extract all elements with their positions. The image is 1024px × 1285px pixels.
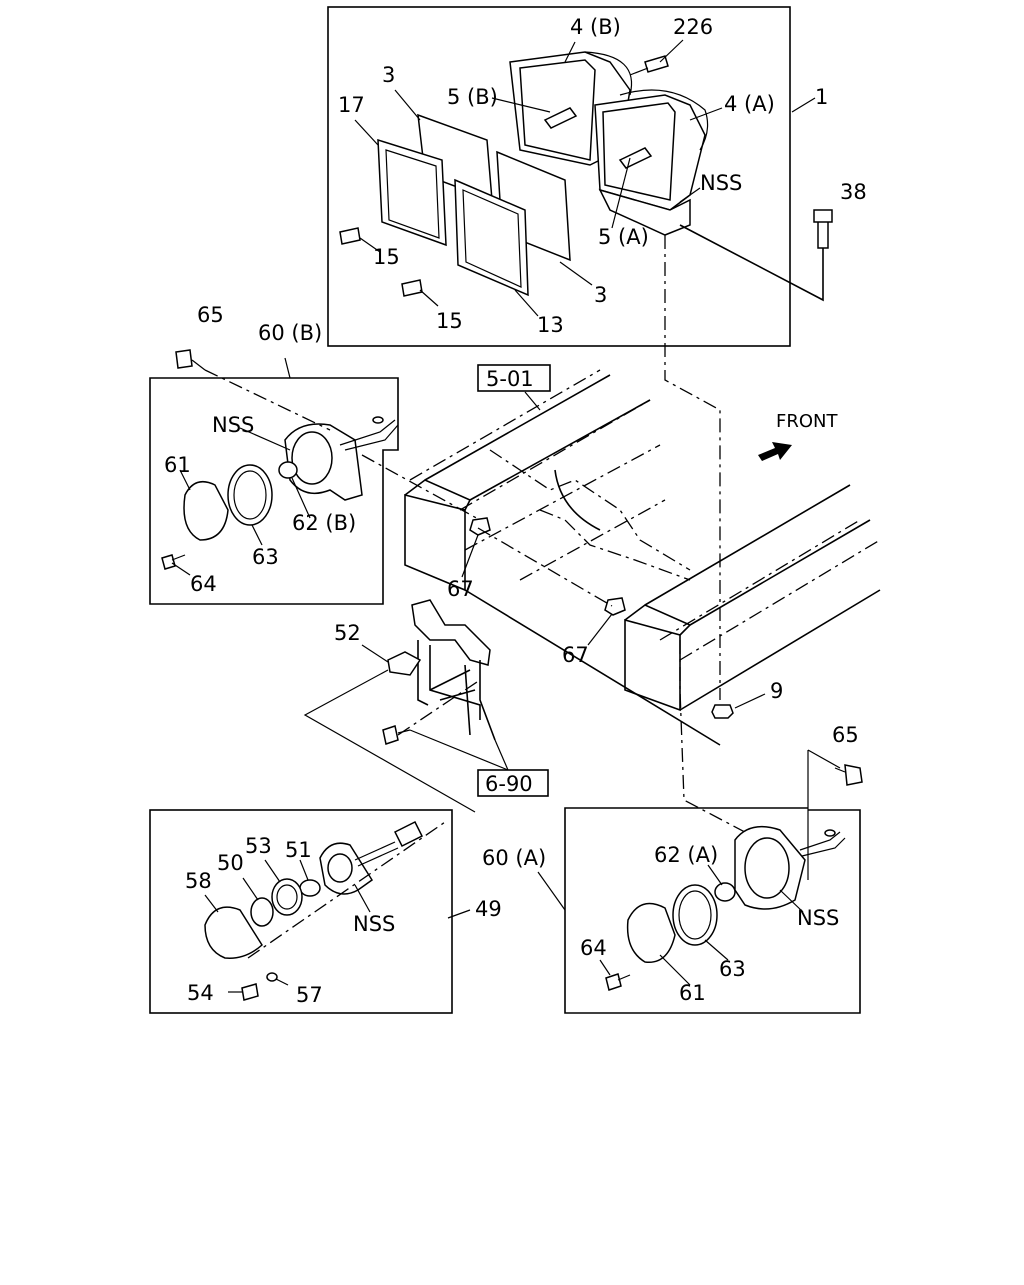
label-62b: 62 (B) <box>292 511 356 535</box>
frame-ref-box <box>477 364 551 392</box>
label-67a: 67 <box>447 577 474 601</box>
label-52: 52 <box>334 621 361 645</box>
label-63a: 63 <box>252 545 279 569</box>
callout-labels: 1 3 3 4 (A) 4 (B) 5 (A) 5 (B) 9 13 15 15… <box>164 15 867 1007</box>
lamp-60b-box <box>149 357 399 605</box>
label-3a: 3 <box>382 63 395 87</box>
bracket-ref-box <box>477 769 549 797</box>
headlamp-housing-a <box>594 89 709 211</box>
label-5a: 5 (A) <box>598 225 649 249</box>
label-64a: 64 <box>190 572 217 596</box>
label-nss-right: NSS <box>797 906 839 930</box>
label-1: 1 <box>815 85 828 109</box>
label-49: 49 <box>475 897 502 921</box>
label-57: 57 <box>296 983 323 1007</box>
ref-frame: 5-01 <box>486 367 534 391</box>
label-62a: 62 (A) <box>654 843 718 867</box>
label-67b: 67 <box>562 643 589 667</box>
label-15b: 15 <box>436 309 463 333</box>
nut-67-left <box>469 517 491 536</box>
screw-65-right <box>844 764 863 786</box>
lamp-60a-box <box>537 749 861 1014</box>
screw-226 <box>629 55 669 76</box>
label-nss-top: NSS <box>700 171 742 195</box>
headlamp-assembly-box <box>327 6 816 347</box>
label-60b: 60 (B) <box>258 321 322 345</box>
label-65a: 65 <box>197 303 224 327</box>
label-38: 38 <box>840 180 867 204</box>
bezel-17 <box>377 138 447 247</box>
screw-15-upper <box>339 227 361 245</box>
bracket-bolt <box>382 725 399 745</box>
lens-61b <box>626 902 676 963</box>
bezel-13 <box>454 178 529 297</box>
ref-bracket: 6-90 <box>485 772 533 796</box>
label-53: 53 <box>245 834 272 858</box>
bolt-38 <box>679 209 833 302</box>
label-64b: 64 <box>580 936 607 960</box>
lens-61 <box>183 480 229 541</box>
label-4b: 4 (B) <box>570 15 621 39</box>
label-60a: 60 (A) <box>482 846 546 870</box>
grommet-52 <box>387 651 422 676</box>
screw-15-lower <box>401 279 423 297</box>
label-17: 17 <box>338 93 365 117</box>
label-9: 9 <box>770 679 783 703</box>
headlamp-housing-b <box>509 51 632 166</box>
label-51: 51 <box>285 838 312 862</box>
label-3b: 3 <box>594 283 607 307</box>
marker-lens-58 <box>204 906 263 959</box>
label-65b: 65 <box>832 723 859 747</box>
nut-9 <box>711 704 734 719</box>
label-5b: 5 (B) <box>447 85 498 109</box>
label-15a: 15 <box>373 245 400 269</box>
front-label: FRONT <box>776 411 838 432</box>
label-63b: 63 <box>719 957 746 981</box>
nut-67-right <box>604 597 626 616</box>
label-61a: 61 <box>164 453 191 477</box>
label-nss-left: NSS <box>212 413 254 437</box>
label-226: 226 <box>673 15 713 39</box>
front-arrow-icon <box>758 442 792 461</box>
label-58: 58 <box>185 869 212 893</box>
label-13: 13 <box>537 313 564 337</box>
label-50: 50 <box>217 851 244 875</box>
headlamp-bracket <box>598 188 691 236</box>
screw-65-top <box>175 349 331 431</box>
side-lamp-bracket <box>411 599 496 741</box>
label-61b: 61 <box>679 981 706 1005</box>
label-nss-bottom: NSS <box>353 912 395 936</box>
label-54: 54 <box>187 981 214 1005</box>
label-4a: 4 (A) <box>724 92 775 116</box>
side-marker-49-box <box>149 809 471 1014</box>
